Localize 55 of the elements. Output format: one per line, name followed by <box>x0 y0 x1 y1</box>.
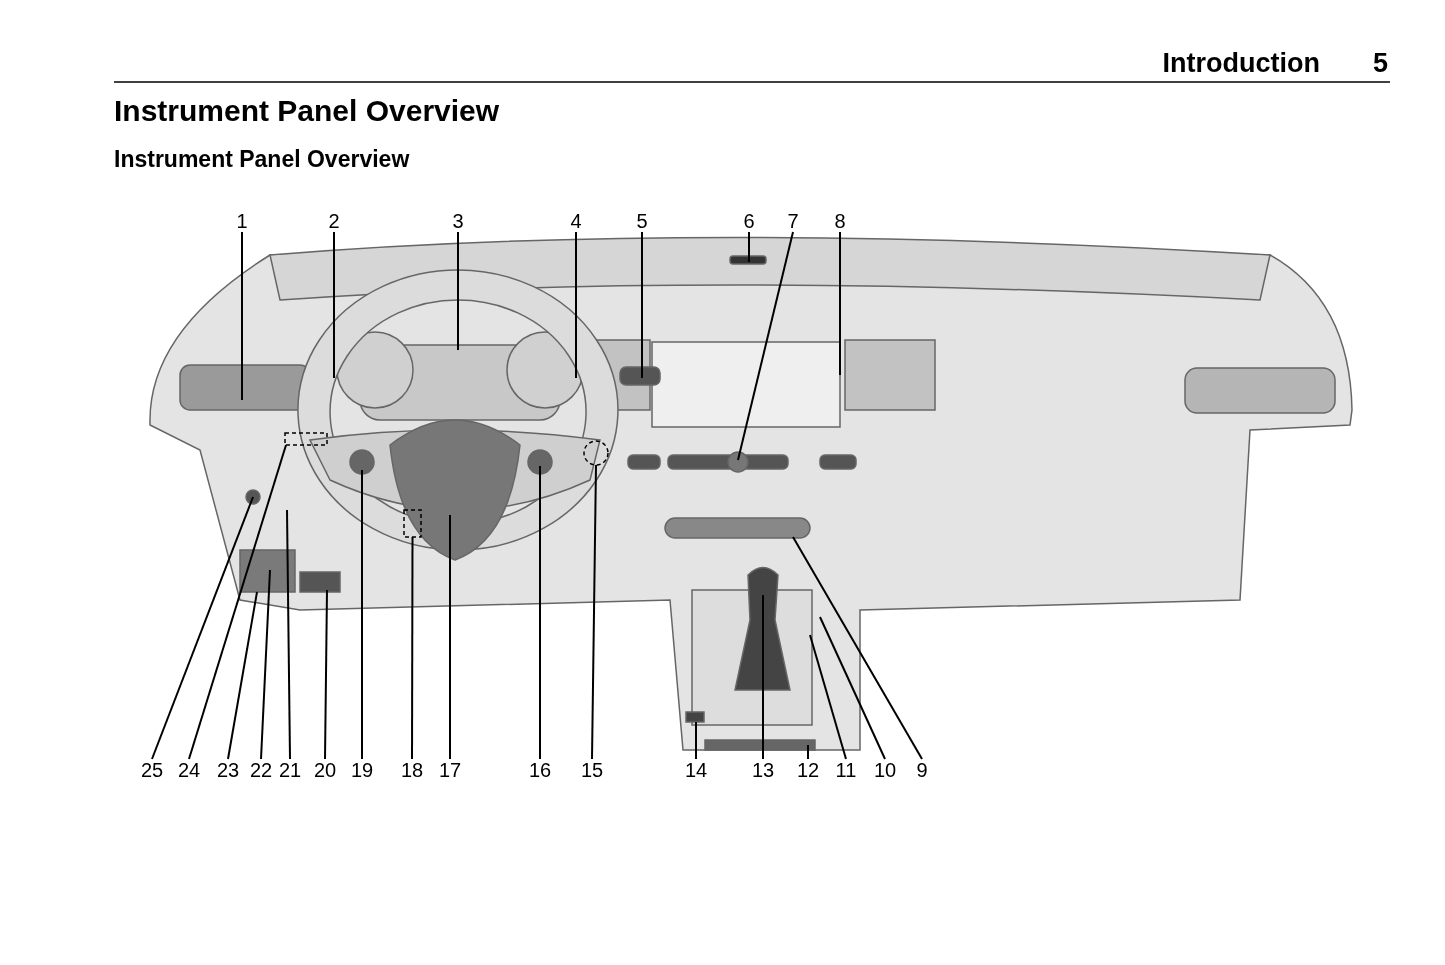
subheading: Instrument Panel Overview <box>114 146 410 173</box>
page-number: 5 <box>1373 48 1389 79</box>
callout-number: 18 <box>400 759 424 781</box>
leader-line <box>227 591 258 760</box>
leader-line <box>361 469 363 760</box>
dashed-outline <box>403 509 422 538</box>
callout-number: 10 <box>873 759 897 781</box>
dashed-outline <box>284 432 328 446</box>
callout-number: 7 <box>787 210 799 232</box>
callout-number: 4 <box>570 210 582 232</box>
leader-line <box>748 231 750 263</box>
callout-number: 17 <box>438 759 462 781</box>
callout-number: 6 <box>743 210 755 232</box>
callout-number: 1 <box>236 210 248 232</box>
leader-line <box>260 569 271 760</box>
callout-number: 21 <box>278 759 302 781</box>
callout-number: 25 <box>140 759 164 781</box>
leader-line <box>839 231 841 376</box>
callout-number: 20 <box>313 759 337 781</box>
leader-line <box>807 744 809 760</box>
callout-number: 8 <box>834 210 846 232</box>
callout-number: 22 <box>249 759 273 781</box>
callout-number: 15 <box>580 759 604 781</box>
leader-line <box>151 496 254 760</box>
leader-line <box>762 594 764 760</box>
callout-number: 16 <box>528 759 552 781</box>
callout-number: 2 <box>328 210 340 232</box>
callout-number: 11 <box>835 759 857 781</box>
callout-number: 13 <box>751 759 775 781</box>
leader-line <box>737 231 794 461</box>
leader-line <box>333 231 335 379</box>
callout-number: 23 <box>216 759 240 781</box>
leader-line <box>819 616 886 760</box>
leader-line <box>286 509 291 760</box>
leader-line <box>695 721 697 760</box>
leader-line <box>539 465 541 760</box>
callout-number: 9 <box>916 759 928 781</box>
dashed-outline <box>583 440 609 466</box>
leader-line <box>457 231 459 351</box>
callout-number: 5 <box>636 210 648 232</box>
leader-line <box>324 589 328 760</box>
callout-number: 14 <box>684 759 708 781</box>
leader-line <box>188 444 287 760</box>
leader-line <box>241 231 243 401</box>
leader-line <box>792 536 923 760</box>
leader-line <box>575 231 577 379</box>
callout-number: 12 <box>796 759 820 781</box>
callout-number: 3 <box>452 210 464 232</box>
callout-number: 19 <box>350 759 374 781</box>
page-title: Instrument Panel Overview <box>114 94 500 128</box>
leader-line <box>449 514 451 760</box>
section-heading: Introduction <box>1162 48 1320 79</box>
callout-number: 24 <box>177 759 201 781</box>
leader-line <box>641 231 643 379</box>
leader-line <box>411 536 414 760</box>
